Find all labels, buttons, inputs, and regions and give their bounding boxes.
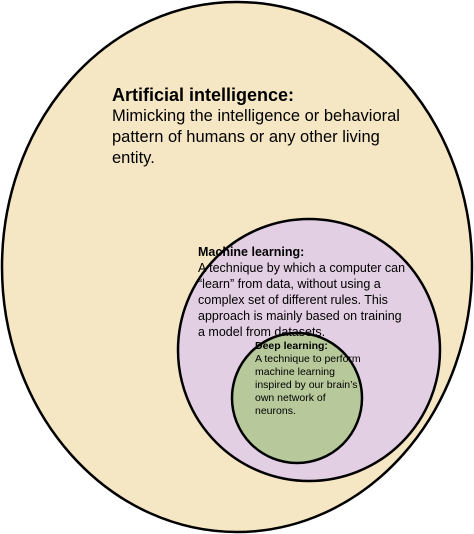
ml-description: A technique by which a computer can “lea… [198,261,406,339]
ai-description: Mimicking the intelligence or behavioral… [112,107,400,167]
ml-title: Machine learning: [198,245,305,259]
dl-description: A technique to perform machine learning … [255,353,361,417]
dl-label: Deep learning: A technique to perform ma… [255,340,367,418]
dl-circle [230,331,364,465]
ai-title: Artificial intelligence: [112,85,295,105]
dl-title: Deep learning: [255,340,328,352]
ai-label: Artificial intelligence: Mimicking the i… [112,84,412,169]
ml-label: Machine learning: A technique by which a… [198,244,408,340]
